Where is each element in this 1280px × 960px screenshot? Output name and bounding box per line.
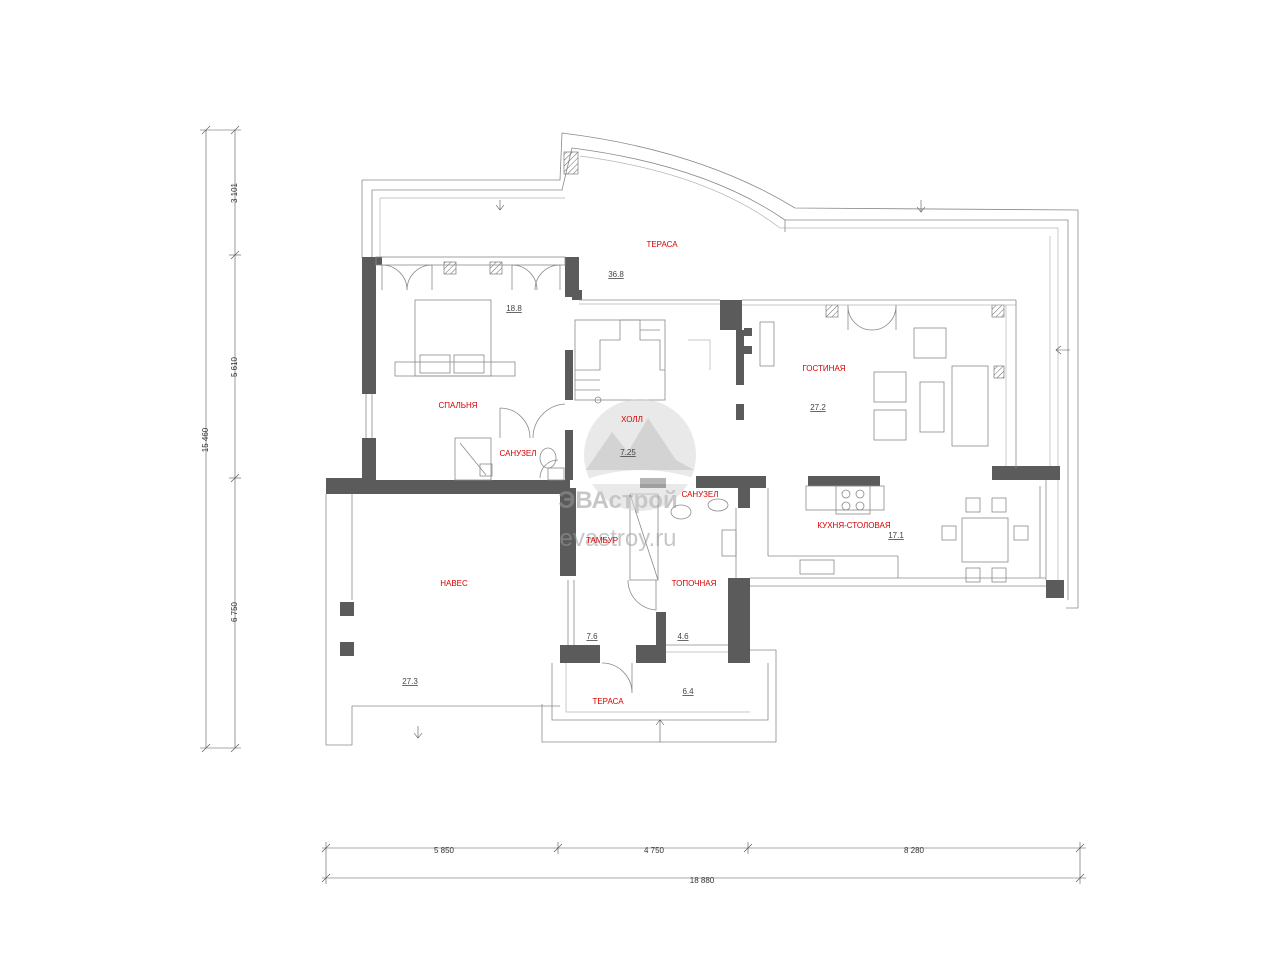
room-area-terrace-bottom: 6.4 <box>682 687 694 696</box>
room-name-canopy: НАВЕС <box>440 579 468 588</box>
room-area-terrace-top: 36.8 <box>608 270 624 279</box>
room-area-hall: 7.25 <box>620 448 636 457</box>
dim-vertical-total: 15 460 <box>201 427 210 452</box>
walls <box>326 257 1064 663</box>
terrace-bottom-outline <box>541 649 777 743</box>
room-area-canopy: 27.3 <box>402 677 418 686</box>
watermark: ЭВАстрой evastroy.ru <box>558 399 696 552</box>
horizontal-dimensions <box>321 842 1086 884</box>
room-name-bathroom-left: САНУЗЕЛ <box>499 449 536 458</box>
dim-horizontal-total: 18 880 <box>690 876 715 885</box>
room-name-bedroom: СПАЛЬНЯ <box>438 401 477 410</box>
room-name-kitchen: КУХНЯ-СТОЛОВАЯ <box>817 521 890 530</box>
dim-vertical-3: 6 750 <box>230 601 239 622</box>
room-name-hall: ХОЛЛ <box>621 415 643 424</box>
room-name-terrace-bottom: ТЕРАСА <box>592 697 624 706</box>
dim-horizontal-2: 4 750 <box>644 846 665 855</box>
room-name-boiler: ТОПОЧНАЯ <box>672 579 717 588</box>
terrace-top-outline <box>361 132 1079 609</box>
doors <box>381 264 897 694</box>
watermark-url: evastroy.ru <box>560 525 677 552</box>
vertical-dimensions <box>200 125 241 753</box>
room-area-bedroom: 18.8 <box>506 304 522 313</box>
canopy-outline <box>325 494 560 746</box>
room-name-living: ГОСТИНАЯ <box>802 364 845 373</box>
room-area-vestibule: 7.6 <box>586 632 598 641</box>
column-hatch <box>563 151 579 175</box>
room-area-boiler: 4.6 <box>677 632 689 641</box>
watermark-brand: ЭВАстрой <box>558 487 677 514</box>
dim-vertical-2: 5 610 <box>230 356 239 377</box>
room-area-living: 27.2 <box>810 403 826 412</box>
interior-lines <box>365 256 1047 653</box>
dim-horizontal-3: 8 280 <box>904 846 925 855</box>
room-name-terrace-top: ТЕРАСА <box>646 240 678 249</box>
furniture <box>394 299 1029 583</box>
dim-horizontal-1: 5 850 <box>434 846 455 855</box>
dim-vertical-1: 3 101 <box>230 182 239 203</box>
room-name-vestibule: ТАМБУР <box>586 536 618 545</box>
room-name-bathroom-center: САНУЗЕЛ <box>681 490 718 499</box>
room-area-kitchen: 17.1 <box>888 531 904 540</box>
staircase <box>574 319 711 404</box>
